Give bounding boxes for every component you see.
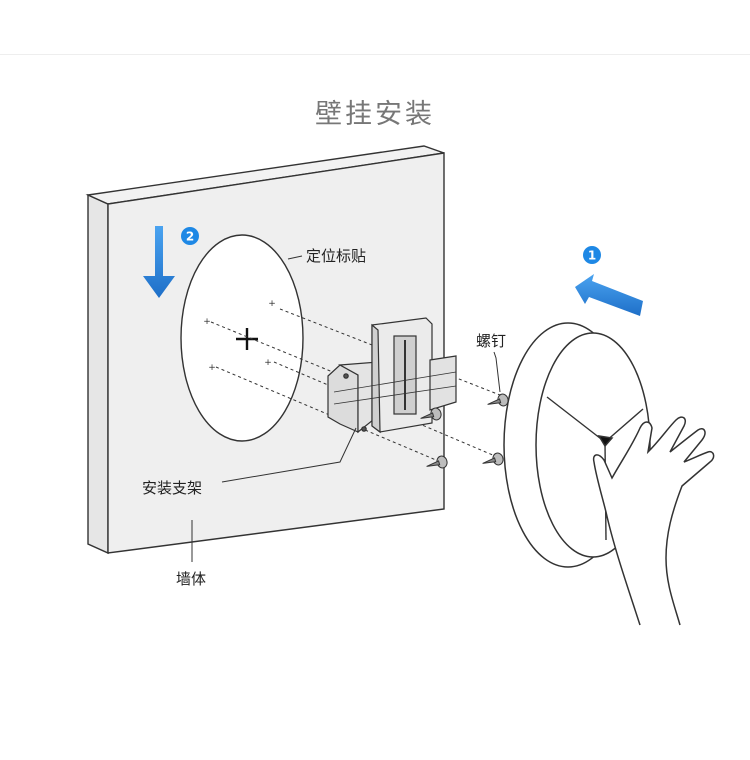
- leader-lines: [191, 255, 501, 562]
- page-title: 壁挂安装: [315, 99, 435, 130]
- svg-text:1: 1: [588, 249, 596, 263]
- svg-text:+: +: [208, 363, 216, 373]
- step-1-arrow: [575, 274, 643, 316]
- step-2-badge: 2: [181, 227, 199, 245]
- step-1-badge: 1: [583, 246, 601, 264]
- label-screw: 螺钉: [476, 332, 506, 350]
- svg-text:2: 2: [186, 230, 194, 244]
- label-wall: 墙体: [176, 570, 206, 588]
- mounting-bracket: [327, 317, 457, 434]
- svg-text:+: +: [268, 299, 276, 309]
- screw-icon: [420, 393, 509, 469]
- svg-text:+: +: [264, 358, 272, 368]
- label-mounting-bracket: 安装支架: [142, 479, 202, 497]
- top-strip: [0, 0, 750, 55]
- step-2-arrow: [143, 226, 175, 298]
- hand-illustration: [592, 416, 715, 626]
- positioning-sticker: + + + +: [180, 234, 304, 442]
- label-positioning-sticker: 定位标贴: [306, 247, 366, 265]
- svg-text:+: +: [203, 317, 211, 327]
